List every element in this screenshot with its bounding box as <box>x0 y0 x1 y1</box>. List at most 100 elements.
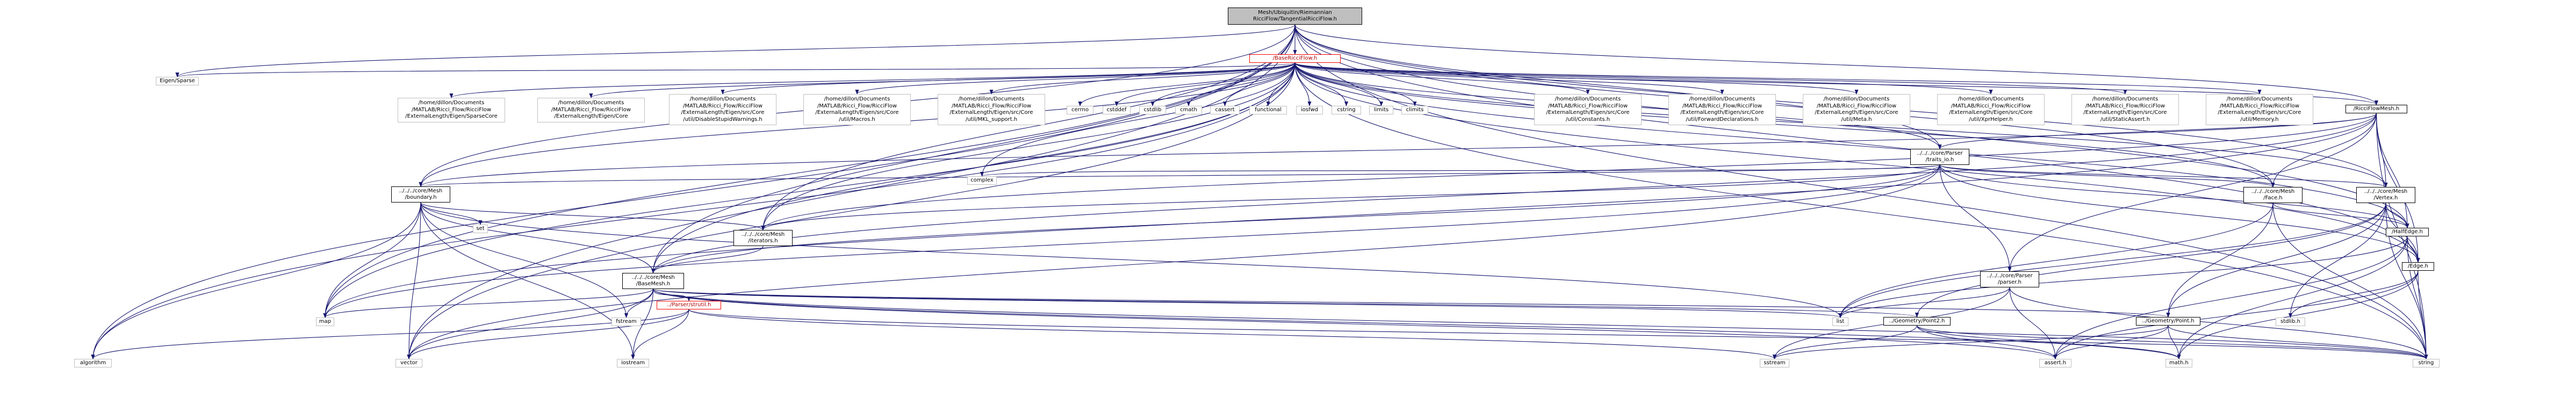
node-cassert: cassert <box>1210 106 1240 114</box>
node-vertex[interactable]: ../../../core/Mesh /Vertex.h <box>2356 187 2415 203</box>
node-cstddef: cstddef <box>1103 106 1131 114</box>
node-sstream: sstream <box>1760 359 1789 367</box>
edge-baseMesh-to-assert <box>652 288 2057 359</box>
edge-baseMesh-to-string <box>652 288 2428 359</box>
edge-root-to-edge <box>1294 24 2420 263</box>
edge-boundary-to-list <box>420 202 1843 318</box>
edge-face-to-halfedge <box>2272 203 2409 228</box>
edge-halfedge-to-assert <box>2053 236 2408 359</box>
edge-baseRicci-to-extForward <box>1294 62 1724 95</box>
node-edge[interactable]: /Edge.h <box>2402 262 2434 271</box>
edge-edge-to-stdlib <box>2289 270 2419 318</box>
node-ricciMesh[interactable]: /RicciFlowMesh.h <box>2345 105 2407 113</box>
edge-parseTraits-to-edge <box>1939 164 2420 263</box>
edge-vertex-to-halfedge <box>2385 203 2409 228</box>
edge-parserStrutil-to-string <box>688 309 2428 359</box>
node-parserStrutil[interactable]: ../Parser/strutil.h <box>657 301 721 309</box>
edge-baseRicci-to-cstdlib <box>1150 62 1296 106</box>
node-eigenSparse: Eigen/Sparse <box>156 77 199 85</box>
node-extSparseCore: /home/dillon/Documents /MATLAB/Ricci_Flo… <box>398 98 505 122</box>
edge-ricciMesh-to-parser <box>2007 113 2377 272</box>
edge-baseMesh-to-vector <box>407 288 654 359</box>
edge-parserStrutil-to-iostream <box>631 309 689 359</box>
edge-baseRicci-to-extConstants <box>1294 62 1590 95</box>
node-extXpr: /home/dillon/Documents /MATLAB/Ricci_Flo… <box>1937 94 2045 125</box>
node-boundary[interactable]: ../../../core/Mesh /boundary.h <box>391 186 450 203</box>
edge-root-to-halfedge <box>1294 24 2409 228</box>
node-halfedge[interactable]: /HalfEdge.h <box>2386 228 2429 236</box>
edge-baseRicci-to-extDisable <box>721 62 1296 95</box>
edge-halfedge-to-list <box>1838 236 2408 318</box>
edge-baseRicci-to-complex <box>980 62 1296 177</box>
node-point[interactable]: ../Geometry/Point.h <box>2136 317 2200 326</box>
edge-point-to-assert <box>2053 325 2169 359</box>
edge-root-to-face <box>1294 24 2275 187</box>
edge-halfedge-to-math <box>2177 236 2408 359</box>
edge-baseRicci-to-cerrno <box>1078 62 1296 106</box>
edge-baseRicci-to-algorithm <box>91 62 1296 359</box>
node-baseMesh[interactable]: ../../../core/Mesh /BaseMesh.h <box>622 273 684 289</box>
edge-root-to-baseMesh <box>651 24 1296 273</box>
edge-edge-to-string <box>2417 270 2428 359</box>
edge-ricciMesh-to-iterators <box>761 113 2377 230</box>
node-root[interactable]: Mesh/Ubiquitin/Riemannian RicciFlow/Tang… <box>1228 8 1362 25</box>
edge-parseTraits-to-baseMesh <box>651 164 1940 273</box>
node-iterators[interactable]: ../../../core/Mesh /iterators.h <box>733 230 793 246</box>
edge-baseRicci-to-cmath <box>1186 62 1296 106</box>
edge-baseRicci-to-cstddef <box>1114 62 1296 106</box>
node-stdlib: stdlib.h <box>2276 318 2305 326</box>
node-math: math.h <box>2165 359 2192 367</box>
node-climits: climits <box>1401 106 1428 114</box>
edge-baseRicci-to-cassert <box>1223 62 1296 106</box>
edge-point-to-math <box>2168 325 2181 359</box>
node-parseTraits[interactable]: ../../../core/Parser /traits_io.h <box>1910 149 1969 165</box>
edge-baseRicci-to-extStatic <box>1294 62 2127 95</box>
edge-point2-to-sstream <box>1773 325 1918 359</box>
edge-point2-to-string <box>1916 325 2428 359</box>
edge-vertex-to-stdlib <box>2289 203 2386 318</box>
edge-baseRicci-to-extMemory <box>1294 62 2261 95</box>
edge-point-to-sstream <box>1773 325 2169 359</box>
edge-parseTraits-to-map <box>323 164 1940 318</box>
edge-boundary-to-map <box>323 202 421 318</box>
edge-baseRicci-to-halfedge <box>1294 62 2409 228</box>
edge-point2-to-assert <box>1916 325 2057 359</box>
edge-parser-to-list <box>1838 287 2010 318</box>
node-map: map <box>316 318 334 326</box>
node-cmath: cmath <box>1175 106 1202 114</box>
edge-ricciMesh-to-halfedge <box>2376 113 2409 228</box>
edge-point2-to-math <box>1916 325 2181 359</box>
edge-baseRicci-to-face <box>1294 62 2275 187</box>
node-parser[interactable]: ../../../core/Parser /parser.h <box>1980 271 2039 287</box>
edge-baseRicci-to-edge <box>1294 62 2420 263</box>
edge-baseMesh-to-math <box>652 288 2181 359</box>
edge-boundary-to-iostream <box>420 202 635 359</box>
node-point2[interactable]: ../Geometry/Point2.h <box>1883 317 1951 326</box>
edge-parserStrutil-to-sstream <box>688 309 1776 359</box>
node-extMacros: /home/dillon/Documents /MATLAB/Ricci_Flo… <box>803 94 911 125</box>
edge-parseTraits-to-iterators <box>761 164 1940 230</box>
edge-ricciMesh-to-map <box>323 113 2377 318</box>
edge-parserStrutil-to-vector <box>407 309 689 359</box>
node-complex: complex <box>967 176 997 185</box>
edge-baseRicci-to-extMacros <box>855 62 1296 95</box>
edge-parseTraits-to-parser <box>1939 164 2012 272</box>
edge-root-to-ricciMesh <box>1294 24 2378 105</box>
node-cstdlib: cstdlib <box>1139 106 1166 114</box>
edge-boundary-to-algorithm <box>91 202 421 359</box>
node-extConstants: /home/dillon/Documents /MATLAB/Ricci_Flo… <box>1534 94 1642 125</box>
node-baseRicci[interactable]: /BaseRicciFlow.h <box>1249 54 1341 63</box>
edge-baseMesh-to-iostream <box>631 288 654 359</box>
node-vector: vector <box>395 359 422 367</box>
node-set: set <box>473 225 488 233</box>
edge-iterators-to-baseMesh <box>651 246 764 273</box>
node-list: list <box>1832 318 1848 326</box>
edge-baseRicci-to-cstring <box>1294 62 1348 106</box>
node-face[interactable]: ../../../core/Mesh /Face.h <box>2243 187 2302 203</box>
node-extMemory: /home/dillon/Documents /MATLAB/Ricci_Flo… <box>2206 94 2313 125</box>
node-algorithm: algorithm <box>74 359 112 367</box>
node-fstream: fstream <box>611 318 641 326</box>
edge-ricciMesh-to-boundary <box>419 113 2377 187</box>
edge-parser-to-string <box>2009 287 2428 359</box>
edge-parseTraits-to-vertex <box>1939 164 2388 187</box>
